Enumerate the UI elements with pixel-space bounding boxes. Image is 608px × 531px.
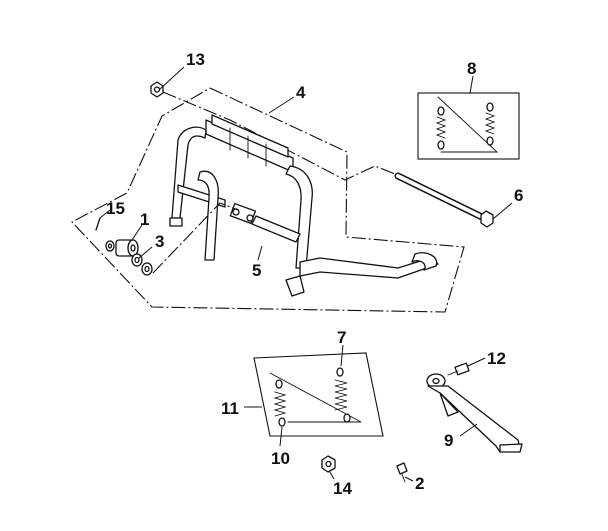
bolt-icon <box>396 462 408 483</box>
leader-3 <box>138 246 153 259</box>
leader-4 <box>268 96 295 114</box>
pivot-line <box>162 91 406 181</box>
callout-7: 7 <box>337 328 346 347</box>
callout-8: 8 <box>467 59 476 78</box>
leader-6 <box>492 202 513 220</box>
callout-5: 5 <box>252 261 261 280</box>
spring-set-box <box>417 92 520 160</box>
callout-9: 9 <box>444 431 453 450</box>
leader-9 <box>459 423 478 437</box>
leader-14 <box>329 471 335 480</box>
spring-icon <box>273 379 287 427</box>
nut-icon <box>150 81 164 98</box>
spring-icon <box>484 102 496 146</box>
callout-11: 11 <box>221 399 239 418</box>
leader-12 <box>467 357 486 367</box>
bracket-guide-line <box>152 202 239 274</box>
side-spring-box <box>253 352 384 437</box>
callout-4: 4 <box>296 83 306 102</box>
washer-icon <box>141 262 153 276</box>
callout-10: 10 <box>271 449 290 468</box>
collar-icon <box>115 239 139 257</box>
callout-6: 6 <box>514 186 523 205</box>
leader-13 <box>159 66 185 90</box>
callout-12: 12 <box>487 349 506 368</box>
leader-8 <box>469 75 474 94</box>
bolt-icon <box>394 172 494 228</box>
washer-icon <box>105 240 115 252</box>
callout-14: 14 <box>333 479 352 498</box>
callout-13: 13 <box>186 50 205 69</box>
leader-5 <box>257 245 263 261</box>
side-stand-icon <box>426 373 523 453</box>
leader-15 <box>99 209 111 219</box>
spring-icon <box>435 106 447 150</box>
callout-1: 1 <box>140 210 149 229</box>
collar-icon <box>131 253 143 267</box>
pin-icon <box>95 217 101 231</box>
nut-icon <box>321 455 336 473</box>
bolt-icon <box>447 362 470 376</box>
leader-2 <box>404 476 414 482</box>
callout-3: 3 <box>155 232 164 251</box>
main-stand-assembly-outline <box>71 87 465 313</box>
main-stand-icon <box>169 114 439 297</box>
leader-7 <box>340 344 344 367</box>
leader-1 <box>131 224 143 241</box>
callout-15: 15 <box>106 199 125 218</box>
spring-icon <box>334 367 351 423</box>
callout-2: 2 <box>415 474 424 493</box>
leader-10 <box>279 426 283 447</box>
